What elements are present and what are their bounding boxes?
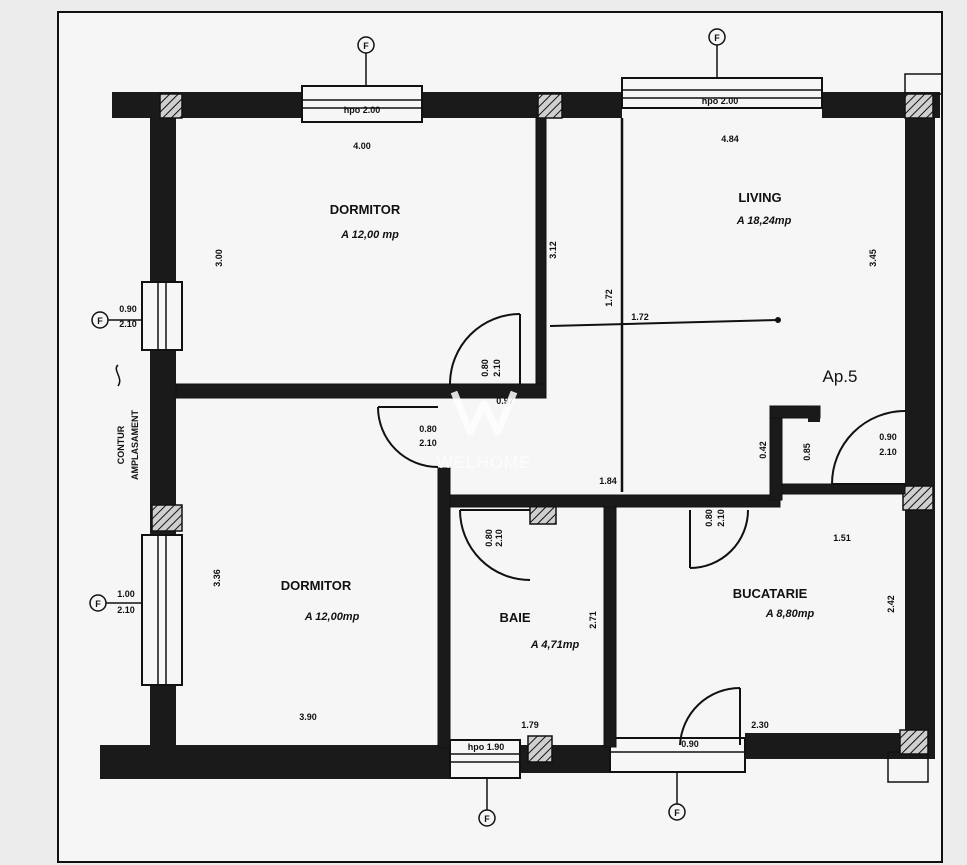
marker-bottom-right: F <box>668 772 686 821</box>
svg-text:F: F <box>95 599 101 609</box>
watermark-logo-icon <box>450 390 518 436</box>
svg-text:F: F <box>714 33 720 43</box>
dim-dorm1-right: 3.12 <box>548 241 558 259</box>
watermark-text: WELHOME <box>437 453 532 472</box>
dim-dorm1-left: 3.00 <box>214 249 224 267</box>
marker-bottom-left: F <box>478 778 496 827</box>
room-area-dormitor-1: A 12,00 mp <box>340 229 399 241</box>
contour-label-line1: CONTUR <box>116 425 126 464</box>
dim-door-bottom: 0.90 <box>681 739 699 749</box>
dim-door-dorm2-b: 2.10 <box>419 438 437 448</box>
dim-window-top-left: hpo 2.00 <box>344 105 381 115</box>
entrance-opening <box>609 737 746 773</box>
dim-dorm2-bottom: 3.90 <box>299 712 317 722</box>
dimension-labels: 4.00 4.84 3.00 3.12 1.72 3.45 1.72 1.84 … <box>117 96 897 752</box>
marker-top-right: F <box>708 28 726 78</box>
dim-win-left-2b: 2.10 <box>117 605 135 615</box>
wall-dorm2-baie <box>437 467 451 749</box>
dim-door-baie-b: 2.10 <box>494 529 504 547</box>
dim-living-right: 3.45 <box>868 249 878 267</box>
dim-hall-horizontal: 1.72 <box>631 312 649 322</box>
wall-top-middle <box>422 92 622 118</box>
interior-walls <box>175 117 906 749</box>
apartment-label: Ap.5 <box>823 367 858 386</box>
marker-left-upper: F <box>91 311 142 329</box>
svg-text:F: F <box>674 808 680 818</box>
dim-dorm2-left: 3.36 <box>212 569 222 587</box>
room-area-dormitor-2: A 12,00mp <box>304 611 360 623</box>
room-name-bucatarie: BUCATARIE <box>733 586 808 601</box>
room-area-baie: A 4,71mp <box>530 639 580 651</box>
dim-closet-b: 0.85 <box>802 443 812 461</box>
window-top-left <box>301 85 423 123</box>
dim-top-left: 4.00 <box>353 141 371 151</box>
door-dorm1-swing <box>449 313 521 385</box>
contour-label-line2: AMPLASAMENT <box>130 410 140 480</box>
dim-door-dorm1-a: 0.80 <box>480 359 490 377</box>
paper-sheet <box>57 11 943 863</box>
dim-door-living-a: 0.90 <box>879 432 897 442</box>
doors <box>377 313 906 746</box>
dim-door-dorm1: 0.97 <box>496 396 514 406</box>
dim-win-left-2a: 1.00 <box>117 589 135 599</box>
wall-top-left <box>112 92 302 118</box>
contour-label: CONTUR AMPLASAMENT <box>115 364 140 480</box>
wall-bottom-left <box>100 745 450 779</box>
dim-kitchen-bottom: 2.30 <box>751 720 769 730</box>
exterior-walls <box>100 73 943 783</box>
window-left-lower <box>141 534 183 686</box>
dim-baie-bottom: 1.79 <box>521 720 539 730</box>
closet-wall-bottom <box>781 483 906 495</box>
marker-left-lower: F <box>89 594 142 612</box>
wall-right <box>905 92 935 752</box>
marker-top-left: F <box>357 36 375 86</box>
dim-door-dorm2-a: 0.80 <box>419 424 437 434</box>
dim-door-kitchen-b: 2.10 <box>716 509 726 527</box>
dim-window-bottom: hpo 1.90 <box>468 742 505 752</box>
dim-closet-a: 0.42 <box>758 441 768 459</box>
dim-door-dorm1-b: 2.10 <box>492 359 502 377</box>
svg-text:F: F <box>484 814 490 824</box>
room-name-dormitor-1: DORMITOR <box>330 202 401 217</box>
dim-door-baie-a: 0.80 <box>484 529 494 547</box>
dim-window-top-right: hpo 2.00 <box>702 96 739 106</box>
axis-markers: F F F F F F <box>89 28 726 827</box>
dim-top-right: 4.84 <box>721 134 739 144</box>
room-labels: DORMITOR A 12,00 mp LIVING A 18,24mp DOR… <box>281 190 858 651</box>
watermark: WELHOME <box>437 390 532 472</box>
dim-kitchen-top: 1.51 <box>833 533 851 543</box>
window-top-right <box>621 77 823 109</box>
svg-text:F: F <box>97 316 103 326</box>
room-name-living: LIVING <box>738 190 781 205</box>
dim-hall-vertical: 1.72 <box>604 289 614 307</box>
room-area-living: A 18,24mp <box>736 215 792 227</box>
columns <box>151 93 934 763</box>
dim-baie-right: 2.71 <box>588 611 598 629</box>
dim-door-kitchen-a: 0.80 <box>704 509 714 527</box>
dim-kitchen-right: 2.42 <box>886 595 896 613</box>
wall-above-baie <box>449 494 781 508</box>
dim-win-left-1a: 0.90 <box>119 304 137 314</box>
room-name-baie: BAIE <box>499 610 530 625</box>
window-left-upper <box>141 281 183 351</box>
svg-text:F: F <box>363 41 369 51</box>
dim-win-left-1b: 2.10 <box>119 319 137 329</box>
closet-wall-left <box>769 405 783 501</box>
window-bottom <box>449 739 521 779</box>
wall-baie-kitchen <box>603 506 617 748</box>
wall-dorm1-hall <box>535 117 547 395</box>
room-name-dormitor-2: DORMITOR <box>281 578 352 593</box>
dim-door-living-b: 2.10 <box>879 447 897 457</box>
dim-hall-bottom: 1.84 <box>599 476 617 486</box>
wall-between-bedrooms <box>175 383 547 399</box>
room-area-bucatarie: A 8,80mp <box>765 608 815 620</box>
